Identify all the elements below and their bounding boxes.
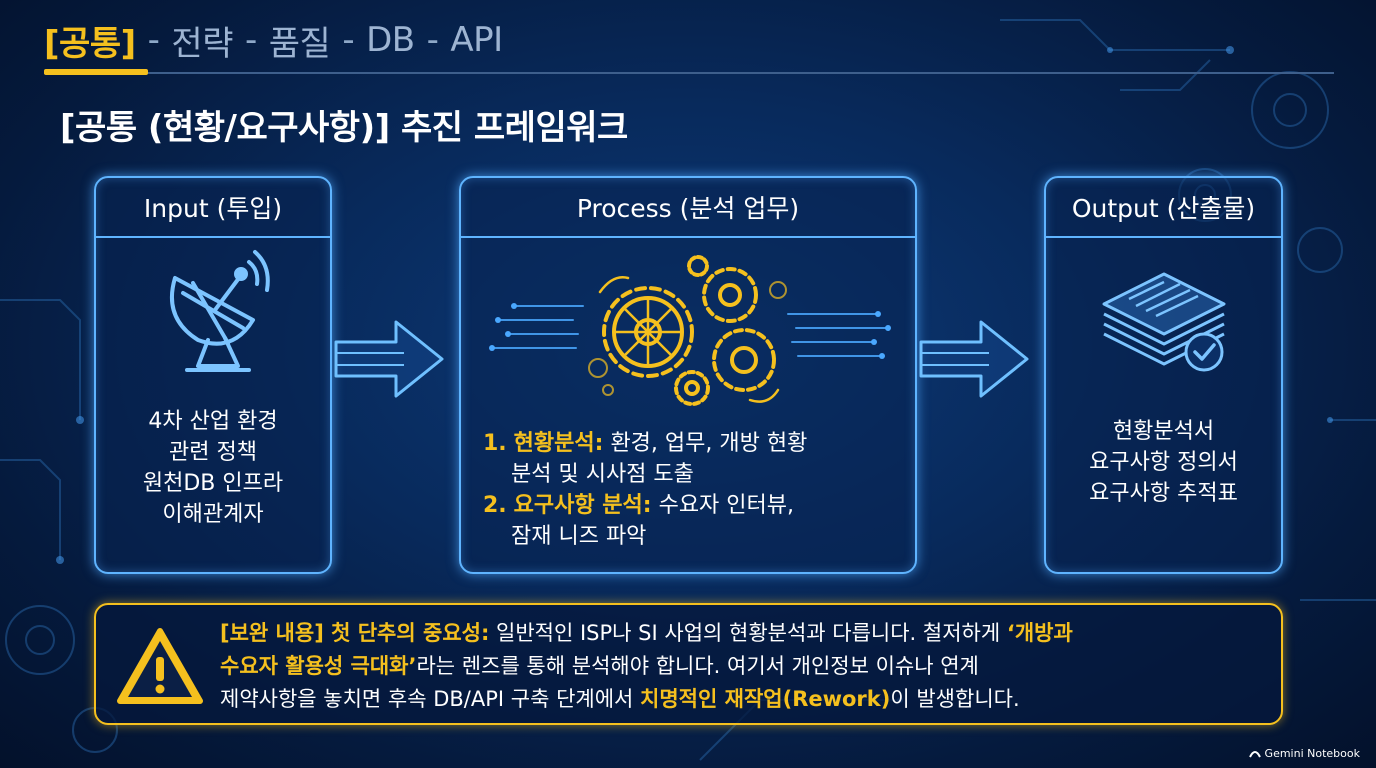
list-item: 원천DB 인프라 <box>142 471 284 496</box>
nav-separator: - <box>244 20 257 60</box>
process-panel: Process (분석 업무) <box>459 176 917 574</box>
list-text: 수요자 인터뷰, <box>658 493 795 518</box>
notice-highlight: 수요자 활용성 극대화’ <box>220 654 417 678</box>
input-list: 4차 산업 환경 관련 정책 원천DB 인프라 이해관계자 <box>96 406 330 530</box>
input-panel: Input (투입) 4차 산업 환경 관련 정책 원천DB 인프라 이해관계자 <box>94 176 332 574</box>
list-item: 4차 산업 환경 <box>148 409 278 434</box>
list-continuation: 분석 및 시사점 도출 <box>511 462 694 487</box>
nav-separator: - <box>426 20 439 60</box>
flow-arrow-icon <box>919 320 1029 398</box>
notice-highlight: [보완 내용] 첫 단추의 중요성: <box>220 621 490 645</box>
nav-item-api[interactable]: API <box>450 20 503 60</box>
nav-divider <box>44 72 1334 74</box>
flow-arrow-icon <box>334 320 444 398</box>
nav-item-db[interactable]: DB <box>366 20 415 60</box>
process-list: 1. 현황분석: 환경, 업무, 개방 현황 분석 및 시사점 도출 2. 요구… <box>483 428 807 552</box>
list-item: 이해관계자 <box>162 502 264 527</box>
watermark: Gemini Notebook <box>1248 747 1360 760</box>
nav-item-strategy[interactable]: 전략 <box>171 23 233 64</box>
nav-item-quality[interactable]: 품질 <box>268 23 331 64</box>
notice-highlight: 치명적인 재작업(Rework) <box>640 687 891 711</box>
notice-line: 일반적인 ISP나 SI 사업의 현황분석과 다릅니다. 철저하게 <box>489 621 1007 645</box>
list-item: 현황분석서 <box>1112 419 1215 444</box>
list-number: 2. <box>483 493 507 518</box>
list-text: 환경, 업무, 개방 현황 <box>610 431 808 456</box>
output-panel-title: Output (산출물) <box>1046 178 1281 238</box>
notice-highlight: ‘개방과 <box>1006 621 1073 645</box>
top-navigation: [공통] - 전략 - 품질 - DB - API <box>44 12 503 68</box>
page-title: [공통 (현황/요구사항)] 추진 프레임워크 <box>60 108 628 148</box>
list-item: 요구사항 추적표 <box>1089 481 1238 506</box>
document-stack-check-icon <box>1046 254 1281 384</box>
notebook-logo-icon <box>1248 751 1261 758</box>
notice-text: [보완 내용] 첫 단추의 중요성: 일반적인 ISP나 SI 사업의 현황분석… <box>220 617 1073 716</box>
satellite-dish-icon <box>96 248 330 378</box>
list-item: 2. 요구사항 분석: 수요자 인터뷰, <box>483 490 807 521</box>
list-item: 관련 정책 <box>169 440 257 465</box>
input-panel-title: Input (투입) <box>96 178 330 238</box>
gears-circuit-icon <box>461 250 915 420</box>
list-key: 현황분석: <box>513 431 604 456</box>
nav-item-common[interactable]: [공통] <box>44 23 136 64</box>
process-panel-title: Process (분석 업무) <box>461 178 915 238</box>
warning-triangle-icon <box>117 628 203 704</box>
list-key: 요구사항 분석: <box>513 493 652 518</box>
list-item: 1. 현황분석: 환경, 업무, 개방 현황 <box>483 428 807 459</box>
nav-active-indicator <box>44 69 148 75</box>
notice-line: 이 발생합니다. <box>890 687 1020 711</box>
list-continuation: 잠재 니즈 파악 <box>511 524 647 549</box>
notice-line: 라는 렌즈를 통해 분석해야 합니다. 여기서 개인정보 이슈나 연계 <box>416 654 979 678</box>
nav-separator: - <box>342 20 355 60</box>
nav-separator: - <box>147 20 160 60</box>
output-panel: Output (산출물) 현황분석서 요구사항 정의서 요구사항 추적표 <box>1044 176 1283 574</box>
notice-box: [보완 내용] 첫 단추의 중요성: 일반적인 ISP나 SI 사업의 현황분석… <box>94 603 1283 725</box>
watermark-text: Gemini Notebook <box>1264 747 1360 760</box>
output-list: 현황분석서 요구사항 정의서 요구사항 추적표 <box>1046 416 1281 509</box>
notice-line: 제약사항을 놓치면 후속 DB/API 구축 단계에서 <box>220 687 641 711</box>
list-number: 1. <box>483 431 507 456</box>
list-item: 요구사항 정의서 <box>1089 450 1238 475</box>
